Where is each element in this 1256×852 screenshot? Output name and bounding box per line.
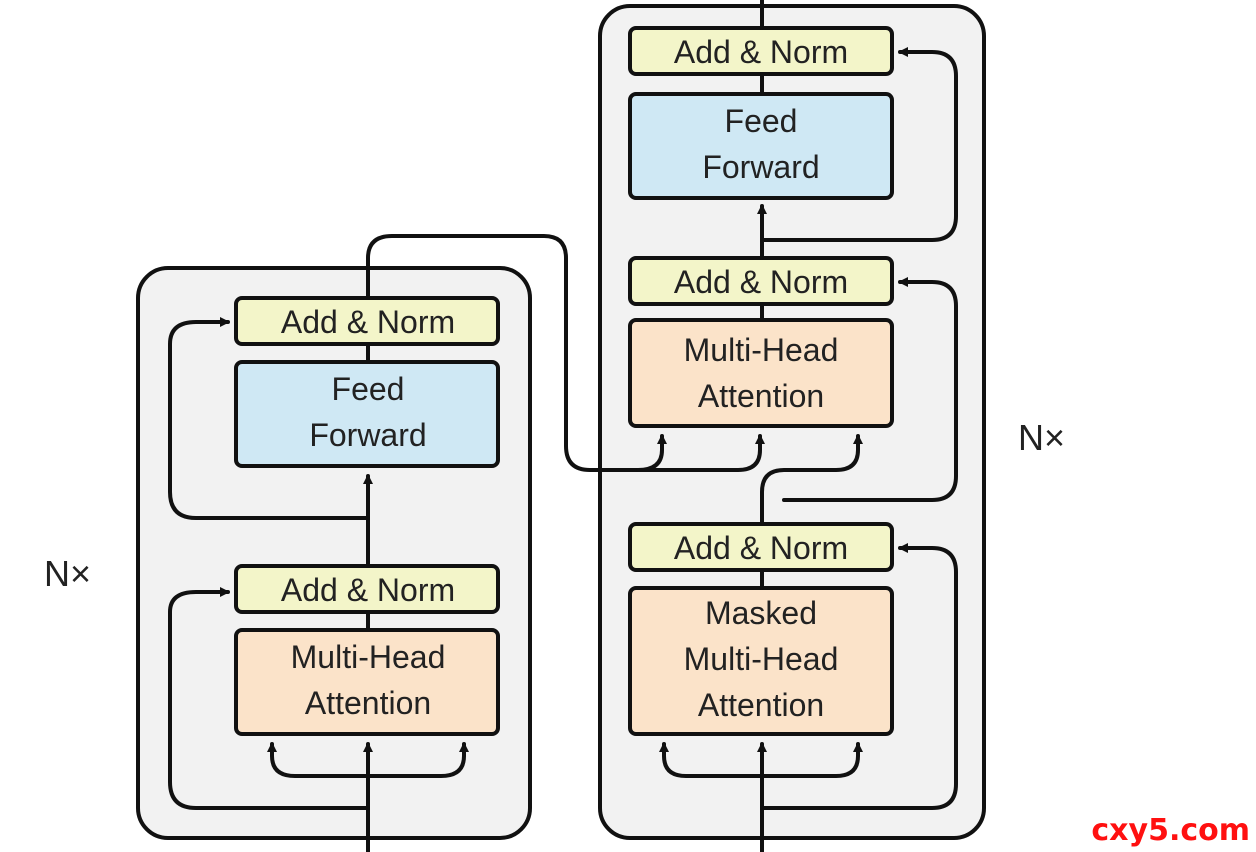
dec-attention-label-2: Attention	[698, 378, 824, 414]
connectors	[168, 0, 958, 852]
dec-feed-forward-label-2: Forward	[702, 149, 819, 185]
enc-add-norm-top-box	[234, 296, 500, 346]
dec-add-norm-bottom-label: Add & Norm	[674, 530, 848, 566]
enc-add-norm-bottom-box	[234, 564, 500, 614]
dec-masked-attention-box	[628, 586, 894, 736]
dec-add-norm-top-box	[628, 26, 894, 76]
dec-add-norm-middle-label: Add & Norm	[674, 264, 848, 300]
dec-masked-attention-label-1: Masked	[705, 595, 817, 631]
dec-feed-forward-box	[628, 92, 894, 200]
encoder-container	[136, 266, 532, 840]
enc-feed-forward-label-1: Feed	[332, 371, 405, 407]
enc-attention-label-2: Attention	[305, 685, 431, 721]
enc-attention-box	[234, 628, 500, 736]
dec-attention-box	[628, 318, 894, 428]
dec-feed-forward-label-1: Feed	[725, 103, 798, 139]
dec-masked-attention-label-3: Attention	[698, 687, 824, 723]
enc-feed-forward-box	[234, 360, 500, 468]
dec-add-norm-middle-box	[628, 256, 894, 306]
enc-attention-label-1: Multi-Head	[291, 639, 446, 675]
enc-add-norm-top-label: Add & Norm	[281, 304, 455, 340]
dec-attention-label-1: Multi-Head	[684, 332, 839, 368]
decoder-repeat-label: N×	[1018, 417, 1065, 458]
watermark: cxy5.com	[1091, 813, 1250, 848]
blocks	[234, 26, 894, 736]
dec-add-norm-bottom-box	[628, 522, 894, 572]
enc-add-norm-bottom-label: Add & Norm	[281, 572, 455, 608]
encoder-repeat-label: N×	[44, 553, 91, 594]
dec-add-norm-top-label: Add & Norm	[674, 34, 848, 70]
enc-feed-forward-label-2: Forward	[309, 417, 426, 453]
dec-masked-attention-label-2: Multi-Head	[684, 641, 839, 677]
